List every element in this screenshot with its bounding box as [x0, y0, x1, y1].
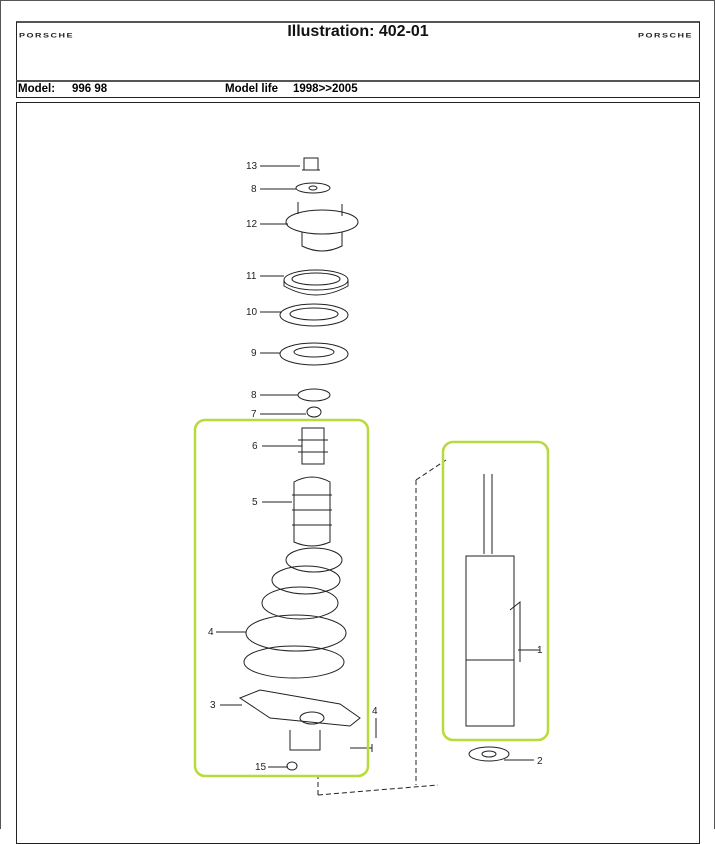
part-2-washer[interactable]: [468, 746, 510, 762]
part-5-dust-boot[interactable]: [292, 476, 332, 547]
part-6-bump-stop[interactable]: [298, 427, 328, 465]
callout-7: 7: [251, 409, 257, 420]
part-7-bushing[interactable]: [306, 406, 322, 418]
callout-8: 8: [251, 184, 257, 195]
callout-2: 2: [537, 756, 543, 767]
part-1-shock-absorber[interactable]: [465, 474, 521, 727]
callout-4-bolt: 4: [372, 706, 378, 717]
highlight-box-right: [441, 440, 550, 742]
part-10-spring-seat[interactable]: [279, 303, 349, 327]
model-value: 996 98: [72, 83, 108, 95]
page-title: Illustration: 402-01: [287, 23, 429, 40]
callout-4: 4: [208, 627, 214, 638]
part-11-bearing[interactable]: [283, 269, 349, 296]
callout-1: 1: [537, 645, 543, 656]
callout-5: 5: [252, 497, 258, 508]
part-8-washer-top[interactable]: [295, 182, 331, 194]
model-life-value: 1998>>2005: [293, 83, 358, 95]
part-9-spring-pad[interactable]: [279, 342, 349, 366]
callout-8-lower: 8: [251, 390, 257, 401]
model-info-row: Model: 996 98 Model life 1998>>2005: [16, 80, 700, 98]
callout-13: 13: [246, 161, 258, 172]
part-8-washer-lower[interactable]: [297, 388, 331, 402]
part-4-coil-spring[interactable]: [243, 547, 347, 679]
model-life-label: Model life: [225, 83, 279, 95]
part-15-nut[interactable]: [286, 761, 298, 771]
callout-10: 10: [246, 307, 258, 318]
callout-6: 6: [252, 441, 258, 452]
porsche-logo-left: PORSCHE: [19, 32, 75, 39]
callout-12: 12: [246, 219, 258, 230]
model-label: Model:: [18, 83, 56, 95]
callout-11: 11: [246, 271, 257, 282]
porsche-logo-right: PORSCHE: [637, 32, 693, 39]
part-12-strut-mount[interactable]: [285, 202, 359, 252]
callout-3: 3: [210, 700, 216, 711]
highlight-box-left: [193, 418, 370, 778]
callout-9: 9: [251, 348, 257, 359]
part-3-lower-seat[interactable]: [238, 689, 361, 751]
part-13-nut[interactable]: [302, 157, 320, 171]
callout-15: 15: [255, 762, 267, 773]
